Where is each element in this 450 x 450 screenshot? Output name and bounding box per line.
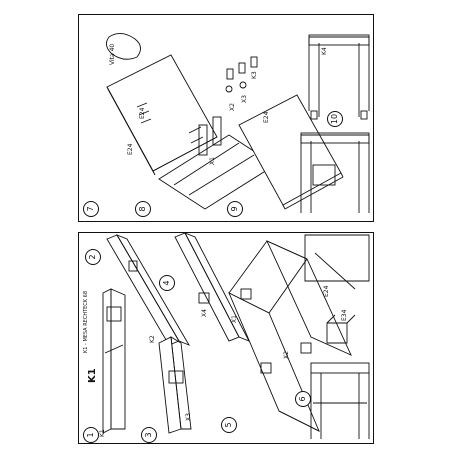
step-number-6: 6 <box>295 391 311 407</box>
assembled-table-2 <box>300 132 370 213</box>
label-k1: K1 <box>99 429 106 437</box>
label-x3: X3 <box>241 95 248 103</box>
label-e24-a: E24 <box>127 143 134 155</box>
step-number-4: 4 <box>159 275 175 291</box>
label-x2: X2 <box>229 103 236 111</box>
assembly-illustration-bottom <box>102 233 370 439</box>
assembled-table-1 <box>308 34 370 120</box>
instruction-page-bottom: 1 2 3 4 5 6 K1 K1 - MESA RECHTECK 68 K1 … <box>78 232 374 444</box>
label-k3: K3 <box>251 71 258 79</box>
label-x1: X1 <box>231 315 238 323</box>
product-description: K1 - MESA RECHTECK 68 <box>83 290 89 353</box>
label-e24-b: E24 <box>139 107 146 119</box>
assembled-table-small <box>310 362 370 439</box>
instruction-page-top: 7 8 9 10 Vita 40 E24 E24 E24 K3 X1 X2 X3… <box>78 14 374 222</box>
label-k4: K4 <box>321 47 328 55</box>
step-number-3: 3 <box>141 427 157 443</box>
step-number-8: 8 <box>135 201 151 217</box>
label-x2: X2 <box>283 351 290 359</box>
step-number-5: 5 <box>221 417 237 433</box>
cloth-blob <box>106 33 141 60</box>
step-number-10: 10 <box>327 111 343 127</box>
step-number-9: 9 <box>227 201 243 217</box>
step-number-2: 2 <box>85 249 101 265</box>
label-e24-c: E24 <box>263 111 270 123</box>
product-code: K1 <box>87 368 98 383</box>
label-e34: E34 <box>341 309 348 321</box>
label-x4: X4 <box>201 309 208 317</box>
label-x3: X3 <box>185 413 192 421</box>
label-x1: X1 <box>209 157 216 165</box>
step-number-7: 7 <box>83 201 99 217</box>
label-e24: E24 <box>323 285 330 297</box>
step-number-1: 1 <box>83 427 99 443</box>
label-k2: K2 <box>149 335 156 343</box>
logo-text: Vita 40 <box>109 43 116 65</box>
assembly-illustration-top <box>106 33 370 213</box>
